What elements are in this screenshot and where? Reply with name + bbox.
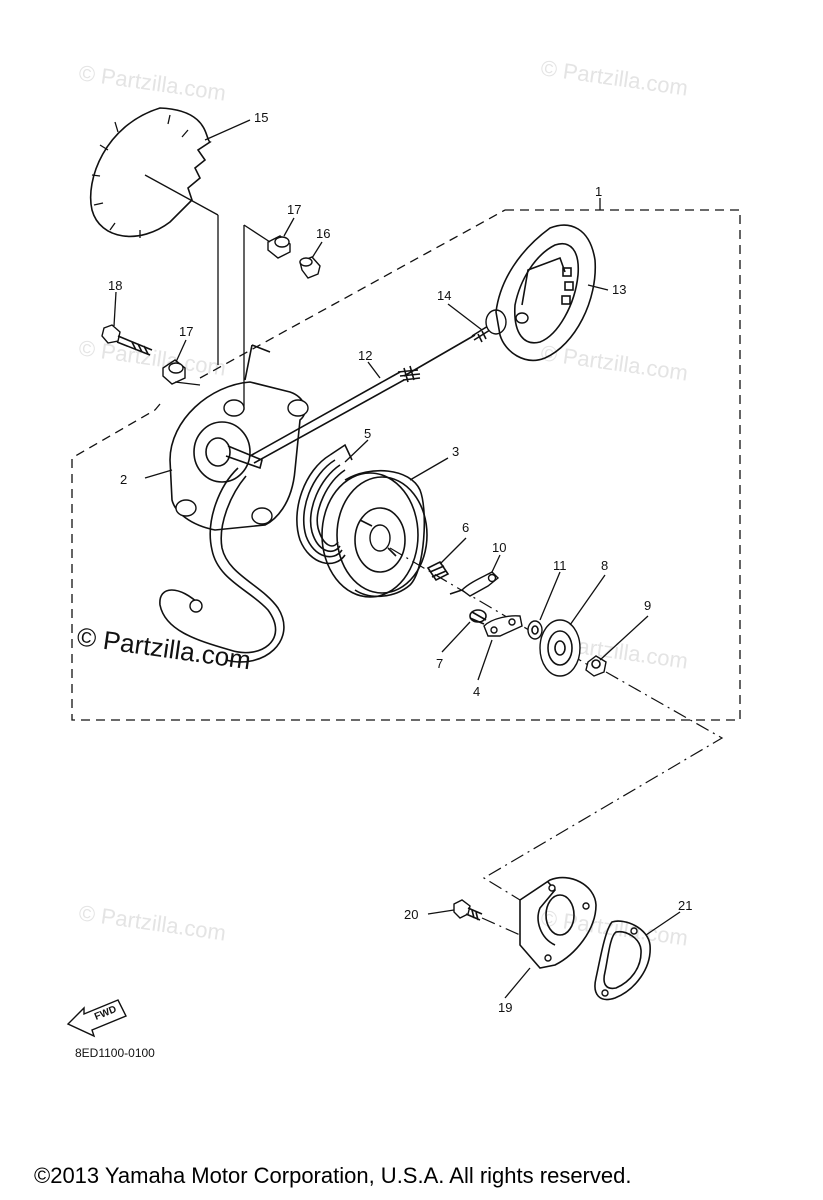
part-11-washer bbox=[527, 620, 543, 640]
part-21-gasket bbox=[594, 920, 651, 1001]
part-12-rope bbox=[249, 334, 476, 464]
callout-12: 12 bbox=[358, 348, 372, 363]
part-7-spring bbox=[469, 609, 487, 625]
fwd-arrow-icon: FWD bbox=[66, 999, 127, 1038]
callout-18: 18 bbox=[108, 278, 122, 293]
leader-lines bbox=[113, 119, 681, 999]
callout-4: 4 bbox=[473, 684, 480, 699]
part-3-pulley-drum bbox=[321, 469, 428, 598]
watermark: © Partzilla.com bbox=[539, 55, 689, 100]
callout-3: 3 bbox=[452, 444, 459, 459]
part-20-bolt bbox=[453, 899, 521, 936]
callout-9: 9 bbox=[644, 598, 651, 613]
callout-14: 14 bbox=[437, 288, 451, 303]
callout-21: 21 bbox=[678, 898, 692, 913]
part-8-plate bbox=[539, 619, 581, 677]
callout-6: 6 bbox=[462, 520, 469, 535]
diagram-code: 8ED1100-0100 bbox=[75, 1046, 155, 1060]
copyright-text: ©2013 Yamaha Motor Corporation, U.S.A. A… bbox=[34, 1163, 631, 1188]
callout-1: 1 bbox=[595, 184, 602, 199]
watermark: © Partzilla.com bbox=[539, 905, 689, 950]
part-5-spiral-spring bbox=[296, 443, 353, 565]
callout-20: 20 bbox=[404, 907, 418, 922]
callout-labels: 1 2 3 4 5 6 7 8 9 10 11 12 13 14 15 16 1… bbox=[108, 110, 692, 1015]
callout-19: 19 bbox=[498, 1000, 512, 1015]
callout-13: 13 bbox=[612, 282, 626, 297]
watermark: © Partzilla.com bbox=[77, 60, 227, 105]
part-6-spring bbox=[426, 560, 450, 582]
part-19-cover bbox=[519, 876, 597, 969]
part-17-collar-top bbox=[243, 224, 291, 410]
callout-17-lower: 17 bbox=[179, 324, 193, 339]
watermark: © Partzilla.com bbox=[77, 335, 227, 380]
callout-10: 10 bbox=[492, 540, 506, 555]
connector-line bbox=[482, 671, 724, 901]
assembly-boundary bbox=[71, 209, 741, 721]
watermark-main: © Partzilla.com bbox=[75, 621, 253, 675]
part-17-collar-lower bbox=[162, 359, 201, 386]
part-10-pawl bbox=[449, 571, 500, 597]
callout-7: 7 bbox=[436, 656, 443, 671]
callout-17-top: 17 bbox=[287, 202, 301, 217]
callout-8: 8 bbox=[601, 558, 608, 573]
callout-11: 11 bbox=[553, 558, 567, 573]
part-4-friction-plate bbox=[483, 615, 523, 637]
part-18-bolt bbox=[101, 324, 153, 356]
part-2-starter-case bbox=[159, 344, 309, 663]
callout-15: 15 bbox=[254, 110, 268, 125]
callout-5: 5 bbox=[364, 426, 371, 441]
watermark: © Partzilla.com bbox=[77, 900, 227, 945]
part-9-nut bbox=[585, 655, 607, 677]
part-13-handle bbox=[495, 224, 597, 361]
callout-2: 2 bbox=[120, 472, 127, 487]
part-15-label-disc bbox=[89, 107, 219, 365]
part-16-bushing bbox=[299, 256, 321, 279]
callout-16: 16 bbox=[316, 226, 330, 241]
